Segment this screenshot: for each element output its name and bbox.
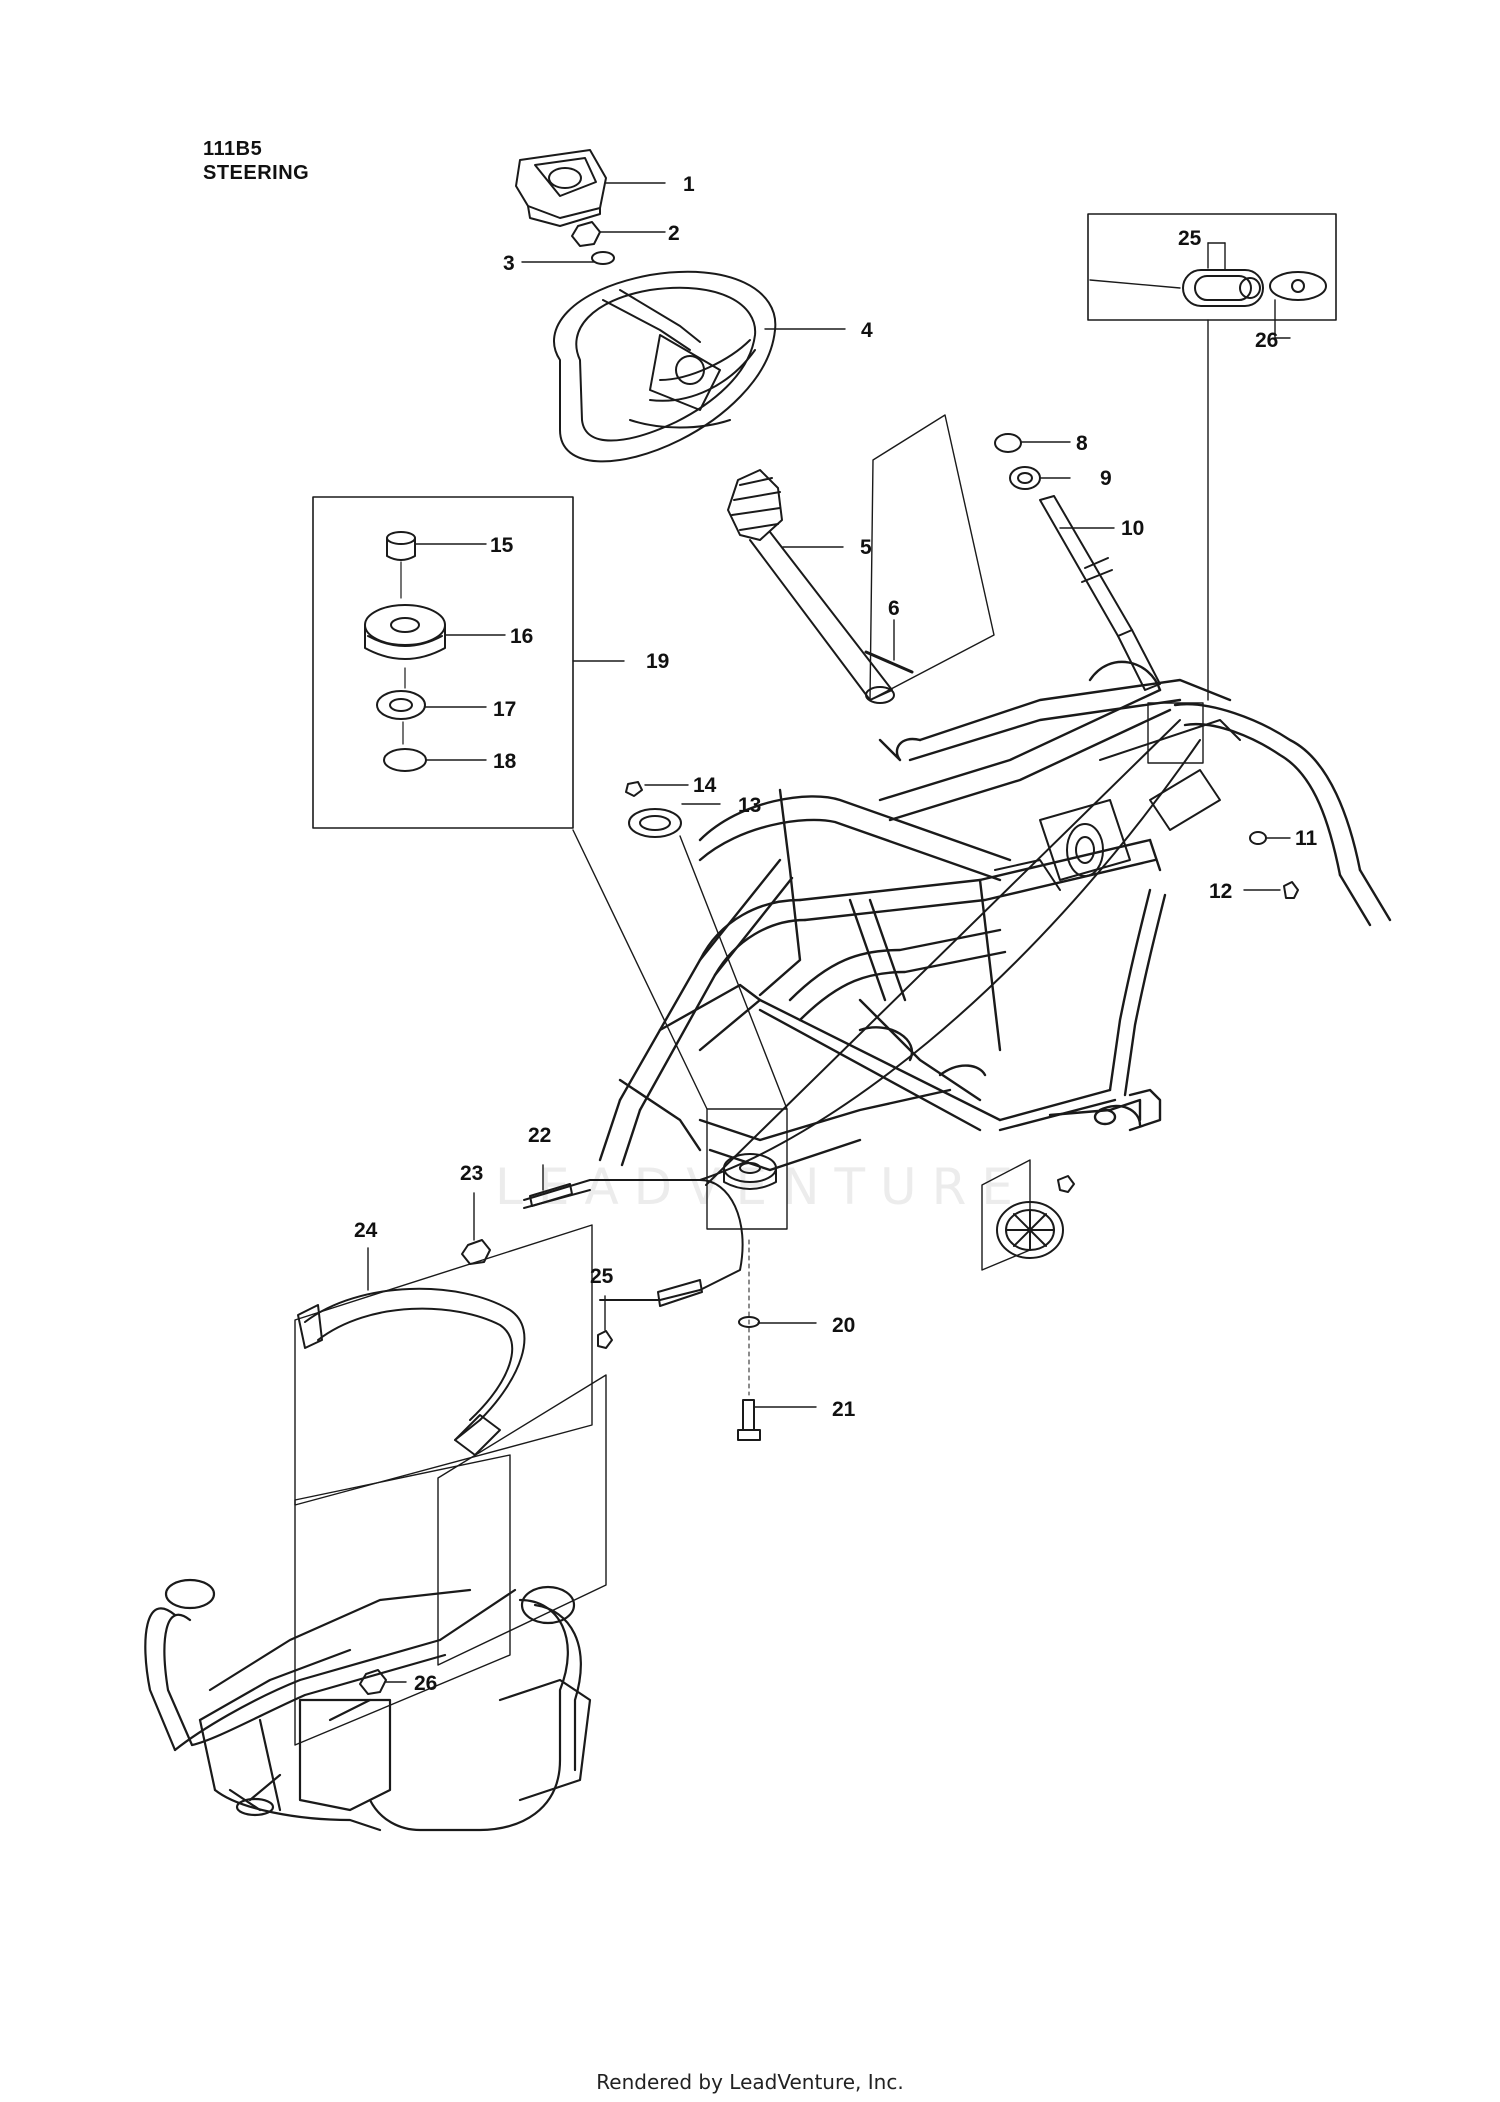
callout-26: 26 — [414, 1672, 437, 1695]
nut-part — [571, 221, 601, 247]
callout-2: 2 — [668, 222, 680, 245]
washer-20-part — [738, 1316, 760, 1328]
nut-26-part — [359, 1669, 387, 1695]
callout-16: 16 — [510, 625, 533, 648]
callout-15: 15 — [490, 534, 514, 557]
callout-20: 20 — [832, 1314, 855, 1337]
watermark-text: LEADVENTURE — [495, 1158, 1028, 1216]
callout-24: 24 — [354, 1219, 378, 1242]
idler-wheel-part — [996, 1201, 1064, 1259]
steering-cap-part — [515, 149, 607, 227]
callout-1: 1 — [683, 173, 695, 196]
callout-14: 14 — [693, 774, 717, 797]
callout-12: 12 — [1209, 880, 1232, 903]
inset-box-column — [869, 414, 995, 701]
callout-5: 5 — [860, 536, 872, 559]
inset-box-wheel — [981, 1159, 1031, 1271]
diagram-title: STEERING — [203, 162, 310, 184]
inset-box-bracket — [1147, 702, 1204, 764]
front-bumper-assembly — [144, 1578, 592, 1832]
cable-end-22-part — [529, 1183, 573, 1207]
bushing-part — [994, 433, 1022, 453]
callout-11: 11 — [1295, 827, 1318, 850]
cable-end-detail — [1089, 269, 1327, 307]
pin-part — [864, 650, 914, 674]
washer-right-part — [1249, 831, 1267, 845]
pulley-wheel-13-part — [628, 808, 682, 838]
cable-end-lower-part — [657, 1279, 703, 1307]
inset-box-lower — [294, 1454, 511, 1746]
pulley-16-part — [364, 604, 446, 660]
footer-credit: Rendered by LeadVenture, Inc. — [596, 2070, 904, 2094]
tractor-frame — [598, 660, 1392, 1172]
callout-4: 4 — [861, 319, 873, 342]
callout-18: 18 — [493, 750, 517, 773]
callout-13: 13 — [738, 794, 761, 817]
snap-ring-18-part — [383, 748, 427, 772]
spacer-15-part — [386, 531, 416, 561]
inset-box-pulley-assembly — [312, 496, 574, 829]
inset-box-strap — [294, 1224, 593, 1506]
callout-26-inset: 26 — [1255, 329, 1278, 352]
callout-25-inset: 25 — [1178, 227, 1202, 250]
callout-9: 9 — [1100, 467, 1112, 490]
nut-right-part — [1283, 881, 1299, 899]
callout-21: 21 — [832, 1398, 856, 1421]
callout-22: 22 — [528, 1124, 551, 1147]
callout-10: 10 — [1121, 517, 1144, 540]
callout-19: 19 — [646, 650, 669, 673]
nut-wheel-part — [1057, 1175, 1075, 1193]
callout-labels: 1 2 3 4 5 6 8 9 10 11 12 13 14 15 16 17 … — [354, 173, 1318, 1695]
washer-part — [591, 251, 615, 265]
callout-25: 25 — [590, 1265, 614, 1288]
callout-8: 8 — [1076, 432, 1088, 455]
inset-box-strap-bracket — [437, 1374, 607, 1666]
inset-box-pulley-mount — [706, 1108, 788, 1230]
bearing-part — [1009, 466, 1041, 490]
callout-17: 17 — [493, 698, 516, 721]
nut-23-part — [461, 1239, 491, 1265]
callout-leaders — [367, 182, 1291, 1683]
steering-column-part — [727, 469, 895, 704]
strap-24-part — [297, 1287, 526, 1456]
callout-3: 3 — [503, 252, 515, 275]
center-pulley-part — [723, 1153, 777, 1190]
bearing-17-part — [376, 690, 426, 720]
steering-cable-22 — [523, 719, 1201, 1301]
callout-23: 23 — [460, 1162, 483, 1185]
steering-gear-assembly — [994, 719, 1241, 891]
bolt-14-part — [625, 781, 643, 797]
steering-wheel-part — [553, 270, 777, 463]
callout-6: 6 — [888, 597, 900, 620]
diagram-code: 111B5 — [203, 138, 263, 160]
bolt-21-part — [737, 1399, 761, 1441]
bolt-25-part — [597, 1330, 613, 1349]
inset-box-cable-end — [1087, 213, 1337, 321]
